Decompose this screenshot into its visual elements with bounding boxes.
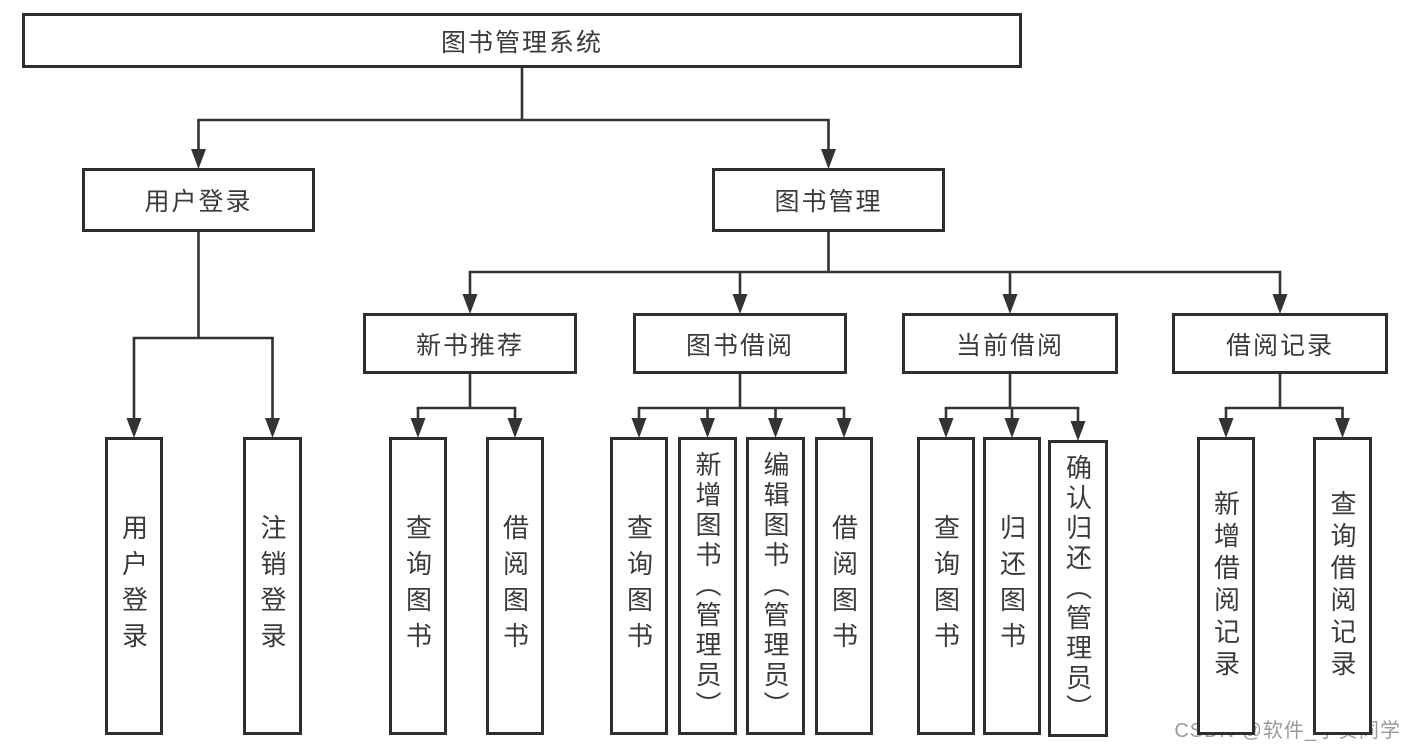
connector-book-management — [462, 232, 1288, 314]
connector-user-login — [126, 232, 280, 438]
connector-current-borrowing — [938, 374, 1086, 441]
node-book-borrowing: 图书借阅 — [633, 313, 847, 374]
node-new-book-recommend: 新书推荐 — [363, 313, 577, 374]
node-query-books-recommend: 查询图书 — [389, 437, 447, 735]
node-borrow-books-recommend: 借阅图书 — [486, 437, 544, 735]
node-edit-books-admin: 编辑图书（管理员） — [746, 437, 805, 735]
node-query-books-current: 查询图书 — [917, 437, 975, 735]
connector-system — [191, 68, 836, 169]
node-logout-leaf: 注销登录 — [243, 437, 302, 735]
node-system: 图书管理系统 — [22, 13, 1022, 68]
node-add-borrow-record: 新增借阅记录 — [1197, 437, 1255, 735]
node-confirm-return-admin: 确认归还（管理员） — [1048, 440, 1108, 737]
connector-borrowing-records — [1218, 374, 1350, 438]
node-current-borrowing: 当前借阅 — [902, 313, 1118, 374]
node-user-login-leaf: 用户登录 — [105, 437, 163, 735]
connector-new-book-recommend — [410, 374, 523, 438]
node-user-login: 用户登录 — [82, 168, 315, 232]
node-book-management: 图书管理 — [712, 168, 945, 232]
connector-book-borrowing — [631, 374, 852, 438]
node-query-borrow-record: 查询借阅记录 — [1313, 437, 1372, 735]
node-add-books-admin: 新增图书（管理员） — [678, 437, 737, 735]
node-query-books-borrowing: 查询图书 — [610, 437, 668, 735]
node-borrowing-records: 借阅记录 — [1172, 313, 1388, 374]
node-borrow-books-borrowing: 借阅图书 — [815, 437, 873, 735]
node-return-books: 归还图书 — [983, 437, 1041, 735]
